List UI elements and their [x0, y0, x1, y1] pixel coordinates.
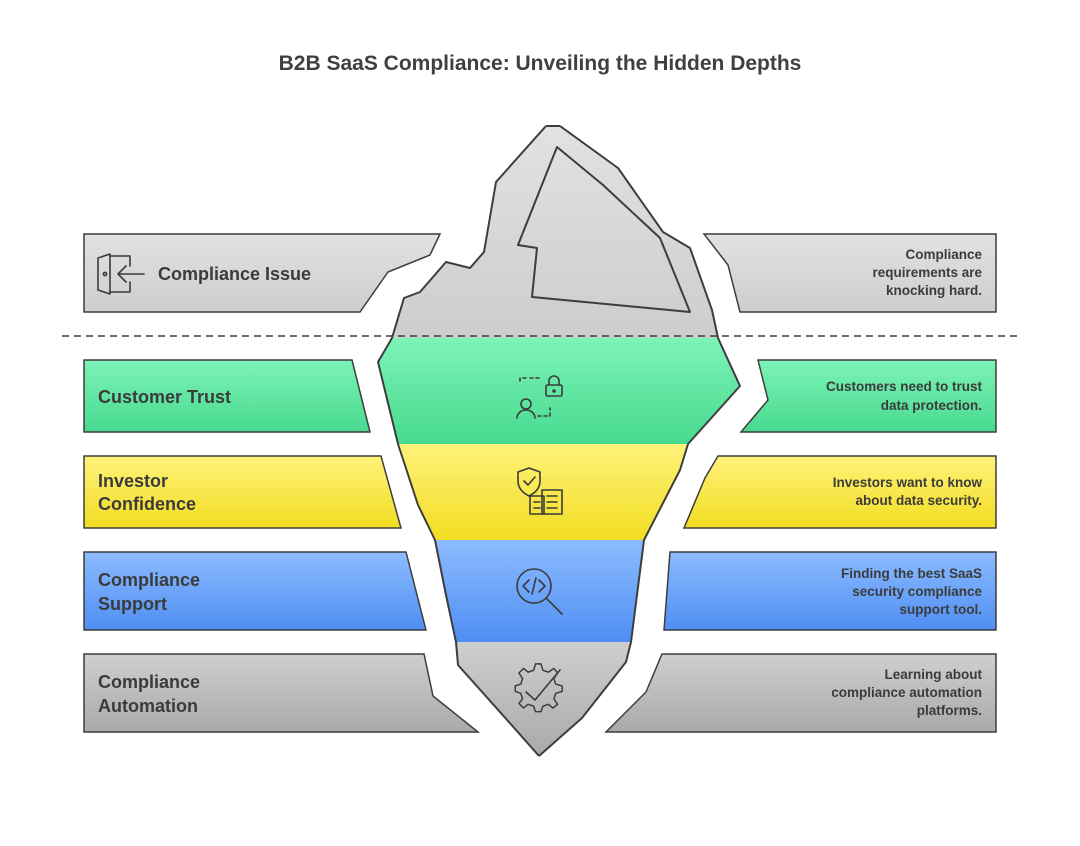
iceberg-band-yellow	[398, 444, 688, 540]
code-search-icon	[516, 568, 563, 615]
right-shape-issue	[702, 233, 997, 313]
svg-text:Automation: Automation	[98, 696, 198, 716]
description-investor-confidence: Investors want to know about data securi…	[833, 475, 983, 508]
left-shape-trust	[83, 359, 371, 433]
label-investor-confidence: Investor Confidence	[98, 471, 196, 514]
description-compliance-automation: Learning about compliance automation pla…	[831, 667, 982, 718]
description-compliance-issue: Compliance requirements are knocking har…	[872, 247, 982, 298]
svg-text:knocking hard.: knocking hard.	[886, 283, 982, 298]
iceberg-outline-right	[538, 125, 741, 757]
iceberg-snow	[517, 146, 691, 313]
svg-text:about data security.: about data security.	[855, 493, 982, 508]
gear-check-icon	[514, 663, 563, 713]
exit-door-icon	[97, 253, 145, 295]
user-lock-icon	[516, 375, 563, 419]
svg-text:security compliance: security compliance	[852, 584, 982, 599]
svg-text:Support: Support	[98, 594, 167, 614]
svg-text:Compliance: Compliance	[98, 672, 200, 692]
right-shape-trust	[739, 359, 997, 433]
label-customer-trust: Customer Trust	[98, 387, 231, 407]
label-compliance-issue: Compliance Issue	[158, 264, 311, 284]
right-shape-investor	[682, 455, 997, 529]
iceberg-band-gray	[456, 642, 631, 756]
left-shape-investor	[83, 455, 402, 529]
left-shape-automation	[83, 653, 481, 733]
svg-text:Customers need to trust: Customers need to trust	[826, 379, 983, 394]
label-compliance-support: Compliance Support	[98, 570, 200, 614]
svg-text:Compliance: Compliance	[98, 570, 200, 590]
svg-text:Confidence: Confidence	[98, 494, 196, 514]
iceberg-outline-left	[377, 125, 547, 757]
svg-text:Investor: Investor	[98, 471, 168, 491]
label-compliance-automation: Compliance Automation	[98, 672, 200, 716]
svg-text:support tool.: support tool.	[900, 602, 982, 617]
left-shape-issue	[83, 233, 442, 313]
svg-text:Finding the best SaaS: Finding the best SaaS	[841, 566, 982, 581]
svg-text:data protection.: data protection.	[881, 398, 982, 413]
svg-text:Compliance Issue: Compliance Issue	[158, 264, 311, 284]
svg-text:platforms.: platforms.	[917, 703, 982, 718]
description-compliance-support: Finding the best SaaS security complianc…	[841, 566, 983, 617]
iceberg-band-green	[378, 338, 740, 444]
left-shape-support	[83, 551, 427, 631]
svg-text:Investors want to know: Investors want to know	[833, 475, 983, 490]
svg-text:requirements are: requirements are	[872, 265, 982, 280]
svg-text:Customer Trust: Customer Trust	[98, 387, 231, 407]
iceberg-tip	[392, 126, 718, 338]
diagram-title: B2B SaaS Compliance: Unveiling the Hidde…	[279, 52, 802, 75]
right-shape-support	[663, 551, 997, 631]
svg-text:compliance automation: compliance automation	[831, 685, 982, 700]
svg-text:Compliance: Compliance	[905, 247, 982, 262]
description-customer-trust: Customers need to trust data protection.	[826, 379, 983, 413]
shield-building-icon	[517, 467, 563, 515]
right-shape-automation	[604, 653, 997, 733]
svg-text:Learning about: Learning about	[885, 667, 983, 682]
